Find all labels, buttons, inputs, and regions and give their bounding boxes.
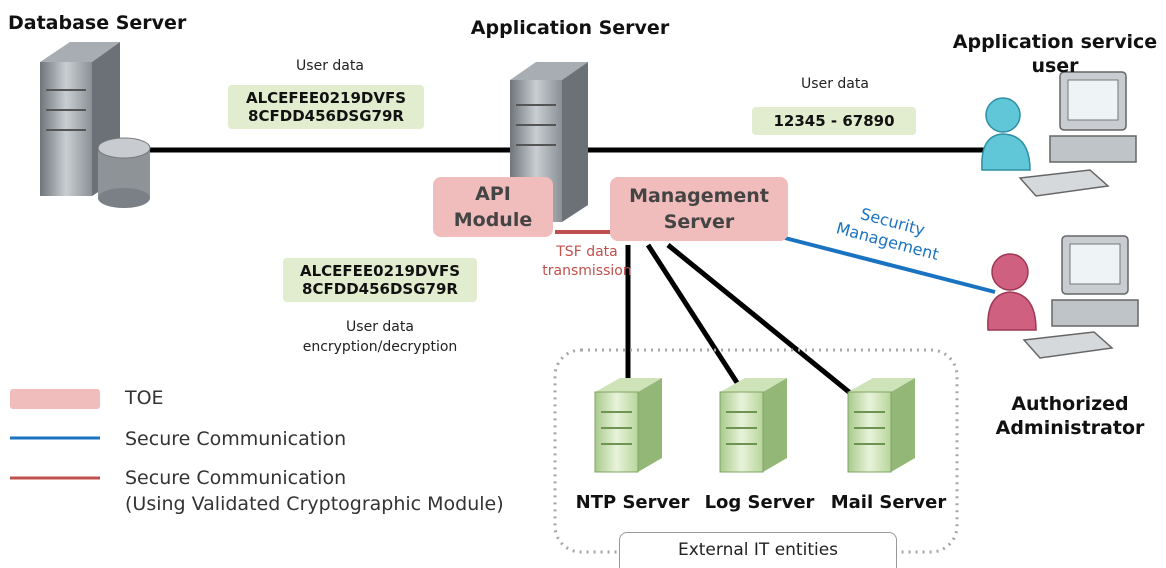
application-user-icon — [981, 71, 1137, 197]
encryption-caption-line2: encryption/decryption — [302, 339, 458, 355]
encryption-caption: User data encryption/decryption — [270, 317, 490, 357]
database-server-title: Database Server — [8, 12, 187, 34]
mail-server-label: Mail Server — [830, 492, 947, 513]
authorized-admin-title: Authorized Administrator — [985, 392, 1155, 440]
legend-toe-label: TOE — [125, 387, 164, 409]
encrypted-data-line2: 8CFDD456DSG79R — [302, 280, 458, 298]
legend-secure-validated-line2: (Using Validated Cryptographic Module) — [125, 493, 504, 515]
application-user-title-line2: user — [1031, 55, 1079, 77]
db-user-data-tag: ALCEFEE0219DVFS 8CFDD456DSG79R — [228, 85, 424, 129]
api-module-line1: API — [475, 183, 511, 205]
db-user-data-label: User data — [296, 58, 364, 74]
log-server-label: Log Server — [704, 492, 815, 513]
tsf-caption-line2: transmission — [542, 263, 632, 279]
mgmt-log-link — [645, 243, 748, 397]
authorized-admin-title-line2: Administrator — [995, 417, 1145, 439]
mail-server-icon — [847, 378, 915, 473]
legend-secure-validated-label: Secure Communication (Using Validated Cr… — [125, 465, 504, 517]
authorized-administrator-icon — [987, 235, 1139, 359]
api-module-line2: Module — [453, 209, 533, 231]
management-server-line1: Management — [629, 185, 769, 207]
legend-secure-label: Secure Communication — [125, 428, 347, 450]
app-user-data-label: User data — [801, 76, 869, 92]
encrypted-data-line1: ALCEFEE0219DVFS — [299, 262, 461, 280]
tsf-caption-line1: TSF data — [556, 244, 618, 260]
app-user-data-value: 12345 - 67890 — [773, 112, 895, 130]
legend-secure-validated-line1: Secure Communication — [125, 467, 347, 489]
application-user-title-line1: Application service — [952, 31, 1158, 53]
application-server-title: Application Server — [470, 17, 670, 39]
legend-toe-swatch — [10, 389, 100, 409]
ntp-server-icon — [594, 378, 662, 473]
encryption-caption-line1: User data — [346, 319, 414, 335]
tsf-caption: TSF data transmission — [527, 243, 647, 281]
management-server-box[interactable]: Management Server — [610, 177, 788, 241]
app-user-data-tag: 12345 - 67890 — [752, 107, 916, 135]
security-management-link — [784, 236, 996, 294]
authorized-admin-title-line1: Authorized — [1011, 393, 1129, 415]
db-user-data-line1: ALCEFEE0219DVFS — [245, 89, 407, 107]
db-user-data-line2: 8CFDD456DSG79R — [248, 107, 404, 125]
encrypted-data-tag: ALCEFEE0219DVFS 8CFDD456DSG79R — [283, 258, 477, 302]
database-server-icon — [40, 42, 151, 208]
management-server-line2: Server — [663, 211, 735, 233]
api-module-box[interactable]: API Module — [433, 177, 553, 237]
log-server-icon — [719, 378, 787, 473]
application-user-title: Application service user — [950, 30, 1160, 78]
external-entities-label: External IT entities — [677, 540, 839, 560]
external-entities-tab: External IT entities — [619, 532, 897, 568]
mgmt-mail-link — [666, 243, 867, 407]
ntp-server-label: NTP Server — [575, 492, 690, 513]
